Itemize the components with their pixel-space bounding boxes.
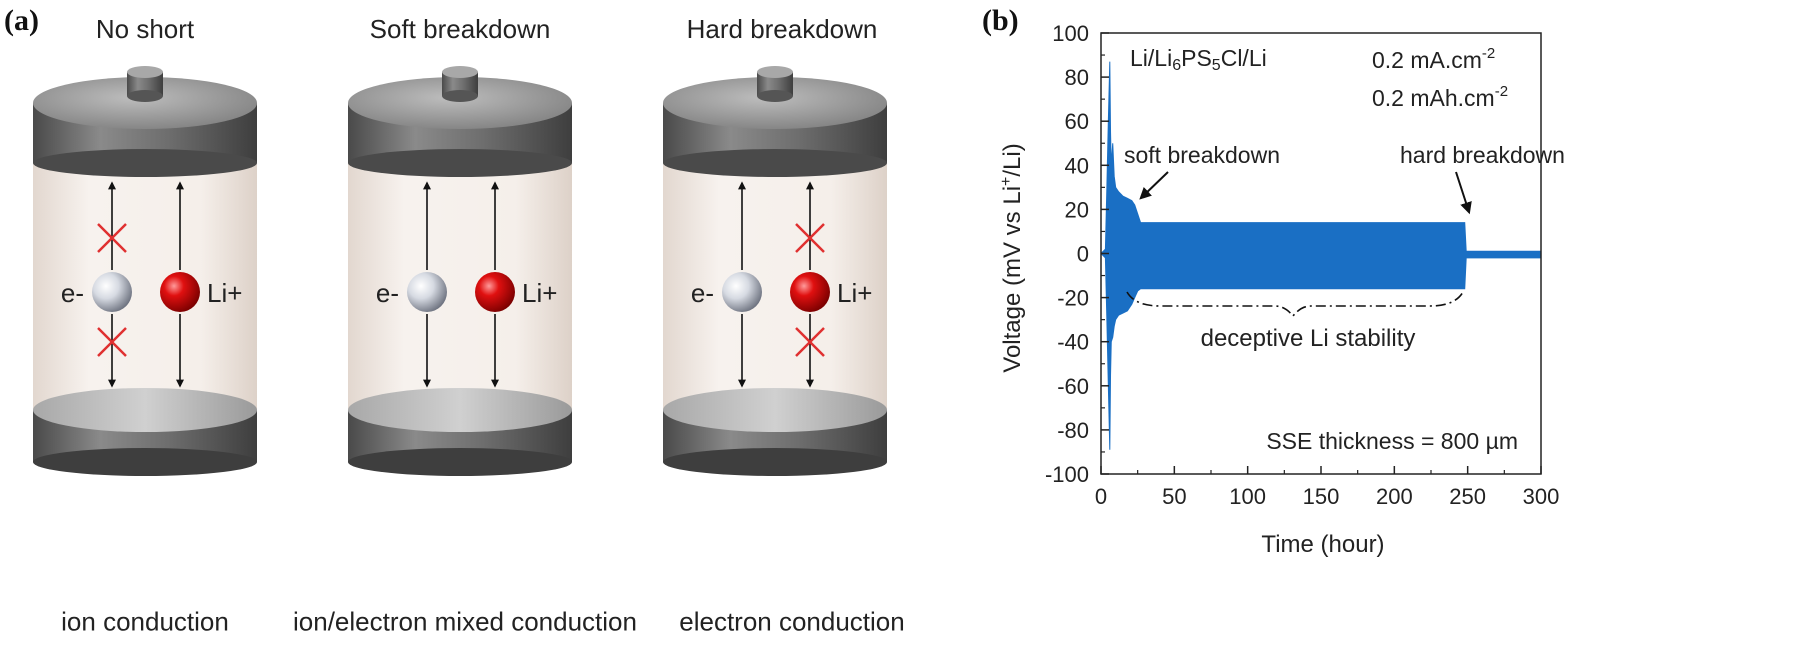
x-axis-label: Time (hour) [1261, 531, 1384, 558]
battery-body [33, 130, 257, 430]
y-tick-label: 0 [1077, 242, 1089, 267]
y-tick-label: 20 [1065, 197, 1089, 222]
top-electrode-surface [33, 77, 257, 129]
y-axis-label: Voltage (mV vs Li+/Li) [998, 143, 1026, 372]
electron-sphere [722, 272, 762, 312]
ion-sphere [790, 272, 830, 312]
cell-title-hard-breakdown: Hard breakdown [686, 14, 878, 44]
x-tick-label: 0 [1095, 484, 1107, 509]
y-tick-label: 80 [1065, 65, 1089, 90]
panel-b-label: (b) [982, 4, 1019, 37]
x-tick-label: 300 [1523, 484, 1560, 509]
ion-sphere [160, 272, 200, 312]
bottom-electrode-surface [663, 388, 887, 432]
stability-annotation: deceptive Li stability [1201, 325, 1416, 352]
y-tick-label: 40 [1065, 153, 1089, 178]
soft-breakdown-annotation: soft breakdown [1124, 142, 1280, 168]
x-tick-label: 100 [1229, 484, 1266, 509]
x-tick-label: 250 [1449, 484, 1486, 509]
ion-blocked-mark [795, 223, 825, 253]
cell-caption-ion-conduction: ion conduction [61, 606, 229, 637]
electron-sphere [407, 272, 447, 312]
y-tick-label: -40 [1057, 330, 1089, 355]
stability-brace [1126, 291, 1464, 318]
electron-label: e- [61, 278, 84, 308]
capacity-label: 0.2 mAh.cm-2 [1372, 83, 1508, 111]
x-tick-label: 200 [1376, 484, 1413, 509]
y-tick-label: -80 [1057, 418, 1089, 443]
cell-title-no-short: No short [95, 14, 195, 44]
ion-label: Li+ [522, 278, 557, 308]
battery-schematics: e- Li+ e- Li+ e- Li+ [33, 66, 887, 476]
y-tick-label: -100 [1045, 462, 1089, 487]
electron-sphere [92, 272, 132, 312]
y-tick-label: 100 [1052, 21, 1089, 46]
electron-blocked-mark [97, 223, 127, 253]
battery-cell: e- Li+ [663, 66, 887, 476]
sse-thickness-label: SSE thickness = 800 µm [1266, 428, 1518, 454]
ion-label: Li+ [837, 278, 872, 308]
bottom-electrode-surface [33, 388, 257, 432]
cell-caption-electron-conduction: electron conduction [679, 606, 905, 637]
top-electrode-surface [663, 77, 887, 129]
ion-blocked-mark [795, 327, 825, 357]
cell-title-soft-breakdown: Soft breakdown [369, 14, 551, 44]
battery-body [348, 130, 572, 430]
electron-blocked-mark [97, 327, 127, 357]
voltage-trace [1100, 61, 1542, 450]
bottom-electrode-surface [348, 388, 572, 432]
x-tick-label: 150 [1303, 484, 1340, 509]
y-tick-label: -20 [1057, 286, 1089, 311]
soft-breakdown-arrow [1139, 171, 1169, 200]
battery-cell: e- Li+ [348, 66, 572, 476]
cell-caption-mixed-conduction: ion/electron mixed conduction [293, 606, 637, 637]
y-tick-label: -60 [1057, 374, 1089, 399]
electron-label: e- [691, 278, 714, 308]
panel-a-label: (a) [4, 4, 39, 37]
hard-breakdown-arrow [1455, 171, 1472, 215]
cell-formula: Li/Li6PS5Cl/Li [1130, 45, 1267, 74]
ion-label: Li+ [207, 278, 242, 308]
top-electrode-surface [348, 77, 572, 129]
ion-sphere [475, 272, 515, 312]
battery-body [663, 130, 887, 430]
battery-cell: e- Li+ [33, 66, 257, 476]
x-tick-label: 50 [1162, 484, 1186, 509]
current-density-label: 0.2 mA.cm-2 [1372, 45, 1495, 73]
electron-label: e- [376, 278, 399, 308]
hard-breakdown-annotation: hard breakdown [1400, 142, 1565, 168]
y-tick-label: 60 [1065, 109, 1089, 134]
